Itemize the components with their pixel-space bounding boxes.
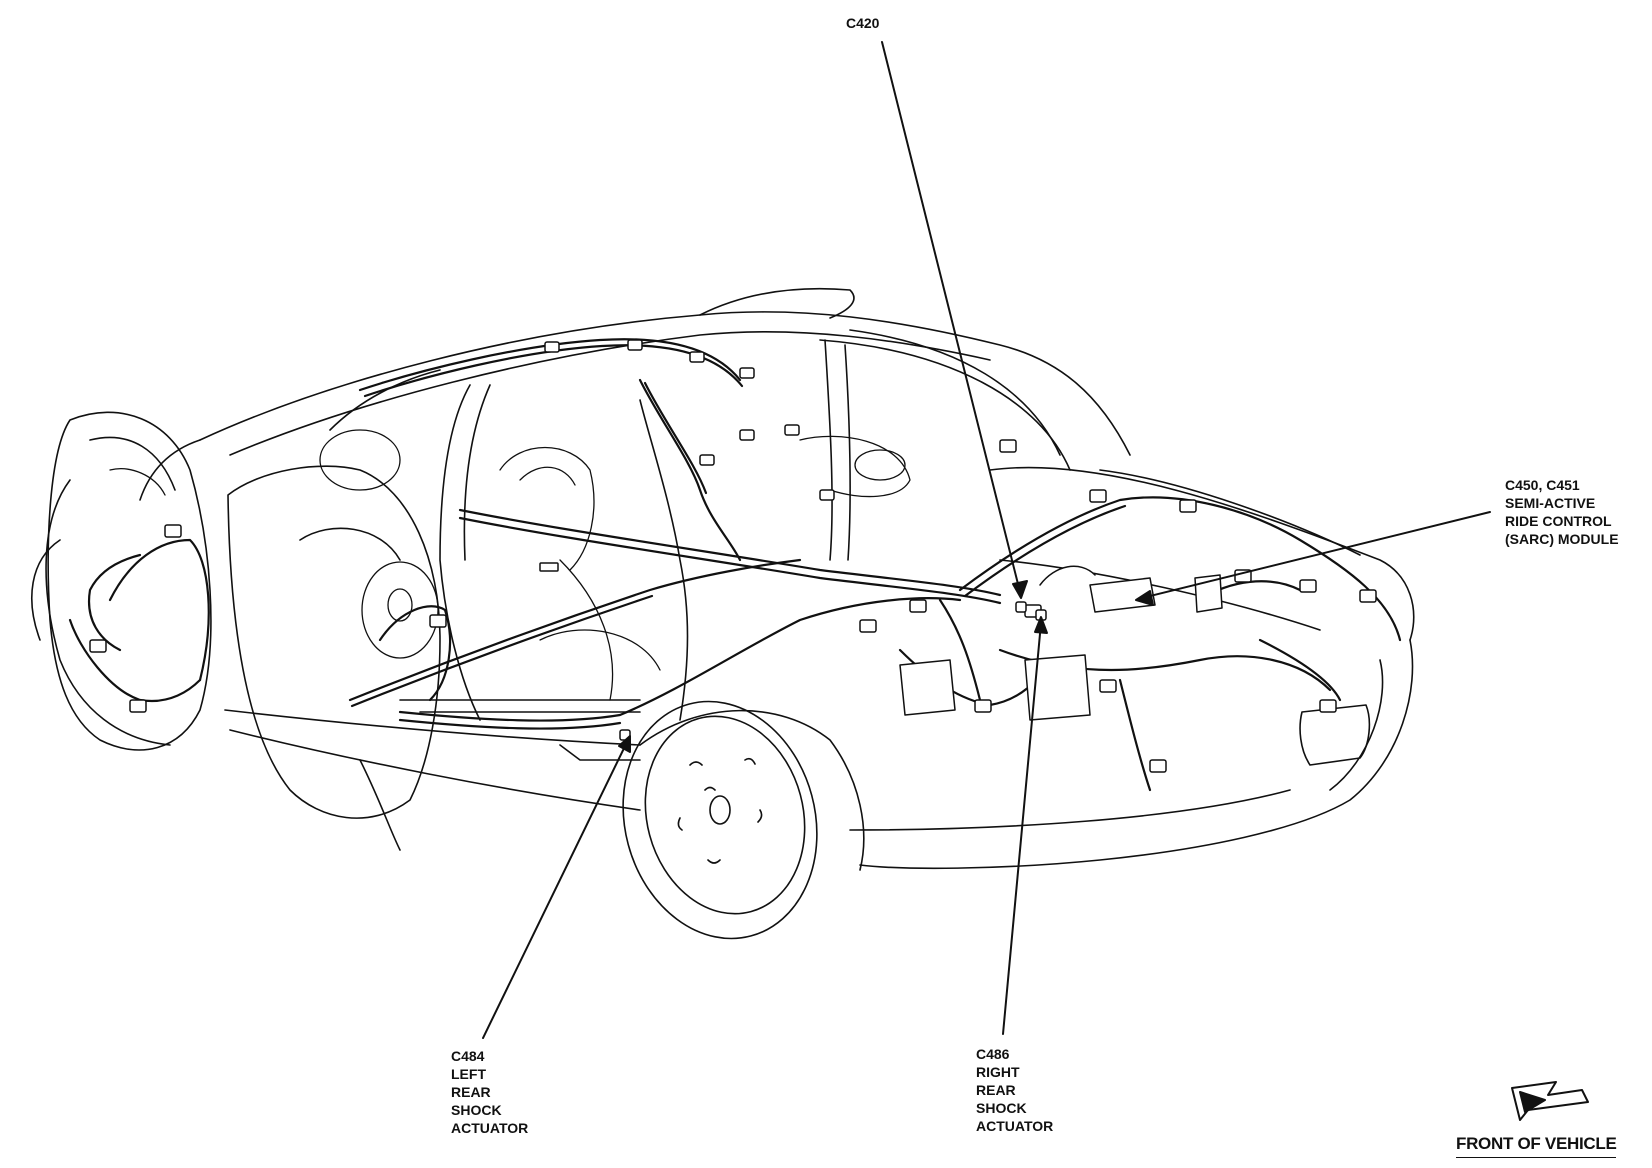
interior bbox=[109, 429, 911, 701]
callout-leaders bbox=[482, 41, 1491, 1039]
callout-c420: C420 bbox=[846, 14, 879, 32]
front-arrow-icon bbox=[1511, 1081, 1589, 1121]
harness-connectors bbox=[89, 339, 1377, 773]
callout-c486-line: ACTUATOR bbox=[976, 1118, 1054, 1134]
callout-c486-line: REAR bbox=[976, 1082, 1016, 1098]
rear-wheel bbox=[622, 700, 818, 940]
callout-c486-line: RIGHT bbox=[976, 1064, 1020, 1080]
callout-c484-line: REAR bbox=[451, 1084, 491, 1100]
callout-c486-line: C486 bbox=[976, 1046, 1010, 1062]
callout-c486-line: SHOCK bbox=[976, 1100, 1027, 1116]
callout-sarc-module: C450, C451 SEMI-ACTIVE RIDE CONTROL (SAR… bbox=[1505, 476, 1619, 548]
callout-c484-line: LEFT bbox=[451, 1066, 486, 1082]
callout-c486: C486 RIGHT REAR SHOCK ACTUATOR bbox=[976, 1045, 1053, 1135]
front-of-vehicle-label: FRONT OF VEHICLE bbox=[1456, 1134, 1617, 1158]
callout-c484-line: SHOCK bbox=[451, 1102, 502, 1118]
car-body-outline bbox=[31, 287, 1415, 871]
callout-c420-line: C420 bbox=[846, 15, 880, 31]
callout-sarc-line: RIDE CONTROL bbox=[1505, 513, 1612, 529]
callout-sarc-line: C450, C451 bbox=[1505, 477, 1580, 493]
callout-c484-line: C484 bbox=[451, 1048, 485, 1064]
callout-sarc-line: (SARC) MODULE bbox=[1505, 531, 1619, 547]
callout-c484-line: ACTUATOR bbox=[451, 1120, 529, 1136]
callout-c484: C484 LEFT REAR SHOCK ACTUATOR bbox=[451, 1047, 528, 1137]
callout-sarc-line: SEMI-ACTIVE bbox=[1505, 495, 1596, 511]
wiring-harness bbox=[68, 338, 1402, 792]
